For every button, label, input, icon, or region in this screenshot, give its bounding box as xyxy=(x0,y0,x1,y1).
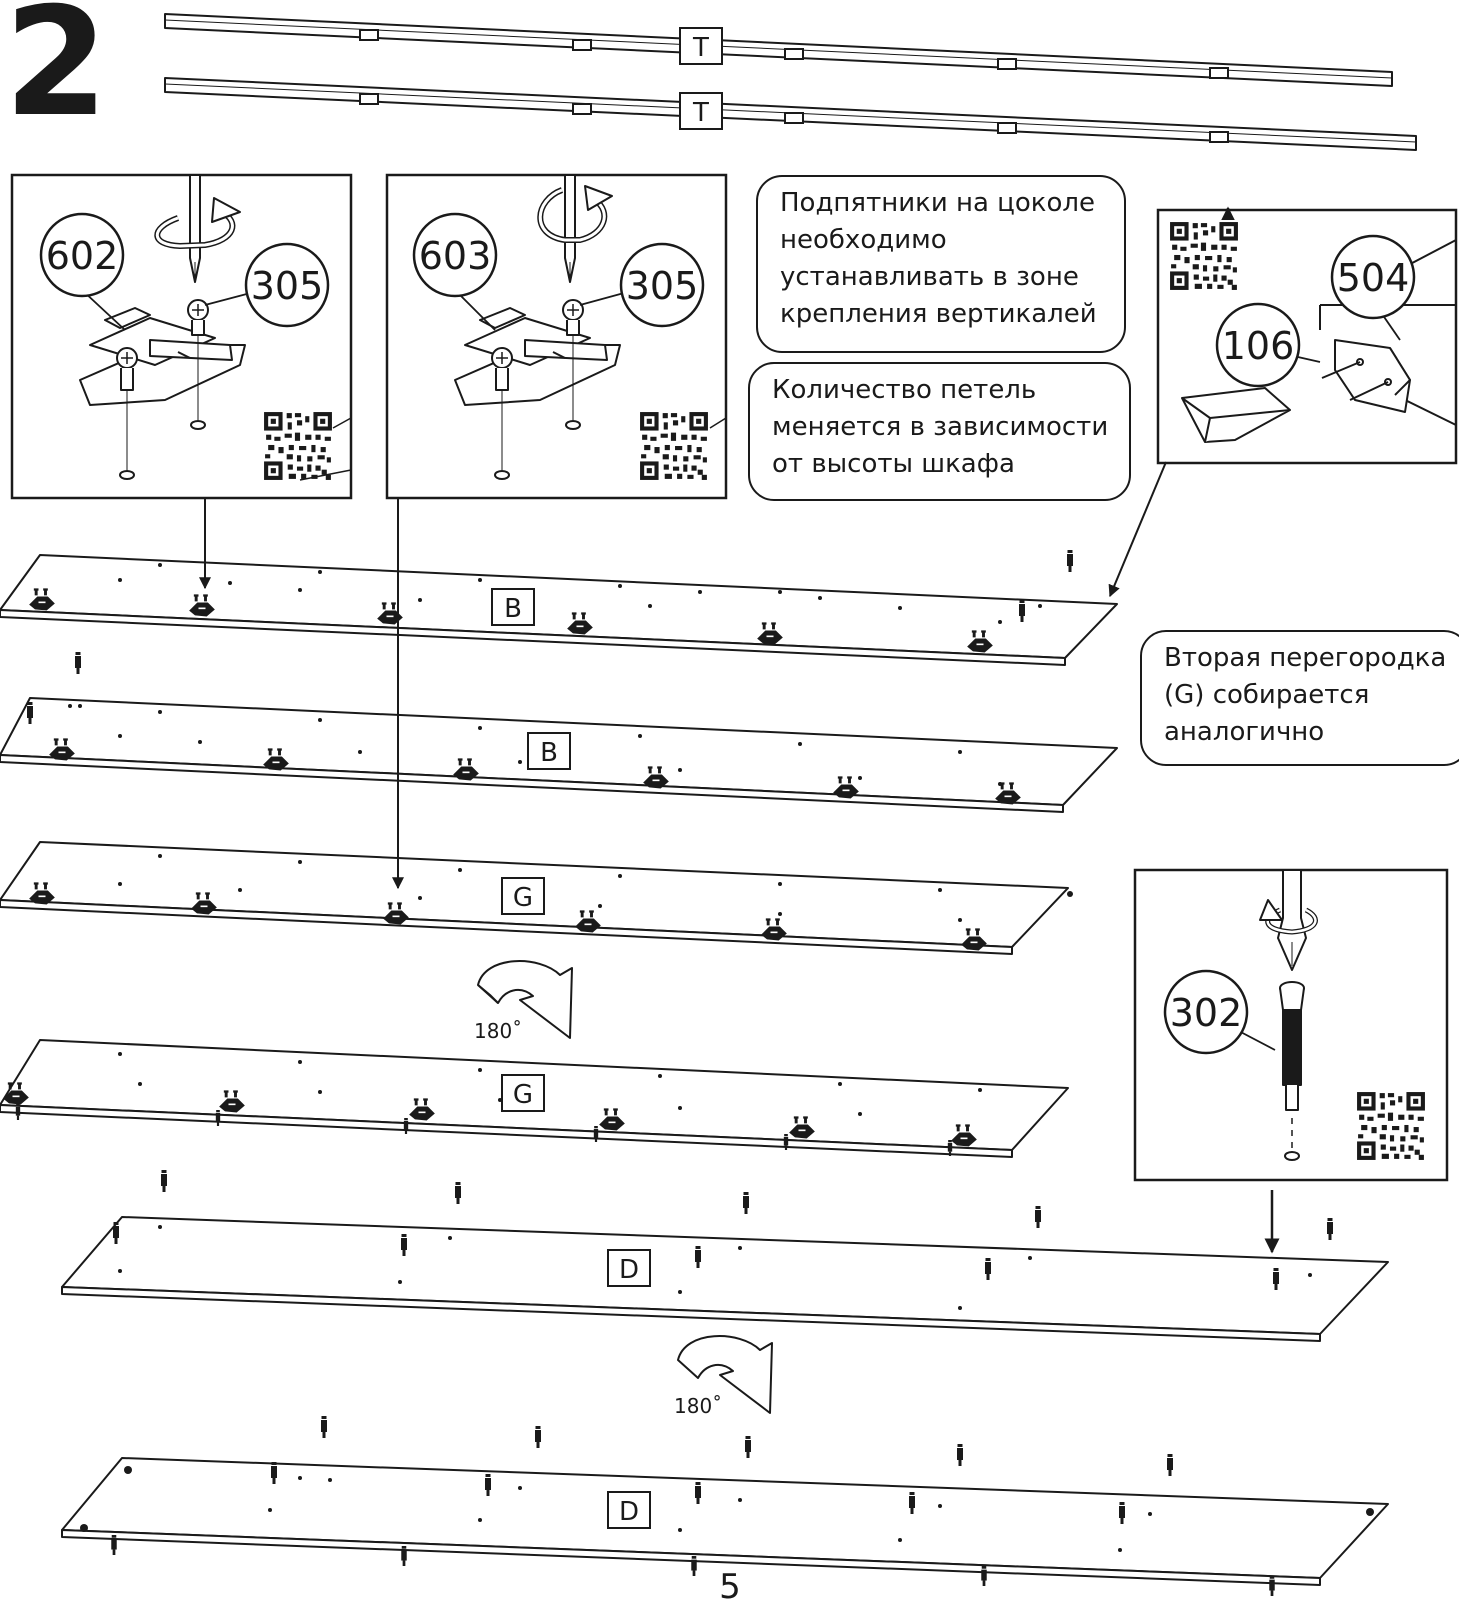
hinge-plate-icon xyxy=(79,299,246,480)
flip-arrow-icon xyxy=(677,1335,773,1414)
callout-part-603: 603 xyxy=(419,234,492,278)
callout-part-302: 302 xyxy=(1170,991,1243,1035)
callout-circle xyxy=(39,212,125,298)
rotate-arrow-icon xyxy=(537,185,613,243)
hinge-plate-icon xyxy=(454,299,621,480)
part-label-g: G xyxy=(501,1074,545,1112)
panel-b-upper xyxy=(0,554,1118,666)
callout-part-305: 305 xyxy=(251,264,324,308)
part-label-d: D xyxy=(607,1249,651,1287)
flip-arrow-icon xyxy=(477,960,573,1039)
note-second-partition: Вторая перегородка (G) собирается аналог… xyxy=(1140,630,1459,766)
callout-part-602: 602 xyxy=(46,234,119,278)
callout-part-106: 106 xyxy=(1222,324,1295,368)
callout-circle xyxy=(1215,302,1301,388)
note-hinge-count: Количество петель меняется в зависимости… xyxy=(748,362,1131,501)
panel-d-upper xyxy=(61,1216,1389,1342)
part-label-d: D xyxy=(607,1491,651,1529)
part-label-b: B xyxy=(527,732,571,770)
base-foot-icon xyxy=(1181,339,1411,443)
callout-part-504: 504 xyxy=(1337,256,1410,300)
screwdriver-icon xyxy=(189,174,201,283)
page-number: 5 xyxy=(719,1567,741,1607)
note-base-feet: Подпятники на цоколе необходимо устанавл… xyxy=(756,175,1126,353)
rotation-180-label: 180˚ xyxy=(674,1394,722,1418)
rotation-180-label: 180˚ xyxy=(474,1019,522,1043)
part-label-b: B xyxy=(491,588,535,626)
callout-circle xyxy=(412,212,498,298)
callout-circle xyxy=(1163,969,1249,1055)
rotate-arrow-icon xyxy=(1259,899,1318,935)
screwdriver-icon xyxy=(1277,869,1307,971)
callout-circle xyxy=(619,242,705,328)
panel-d-lower xyxy=(61,1457,1389,1586)
top-rail-1 xyxy=(164,13,1393,87)
part-label-t: T xyxy=(679,92,723,130)
step-number: 2 xyxy=(4,0,108,150)
dowel-icon xyxy=(1279,981,1305,1161)
callout-part-305: 305 xyxy=(626,264,699,308)
rotate-arrow-icon xyxy=(154,197,241,249)
part-label-t: T xyxy=(679,27,723,65)
screwdriver-icon xyxy=(564,174,576,283)
callout-circle xyxy=(1330,234,1416,320)
part-label-g: G xyxy=(501,877,545,915)
callout-circle xyxy=(244,242,330,328)
